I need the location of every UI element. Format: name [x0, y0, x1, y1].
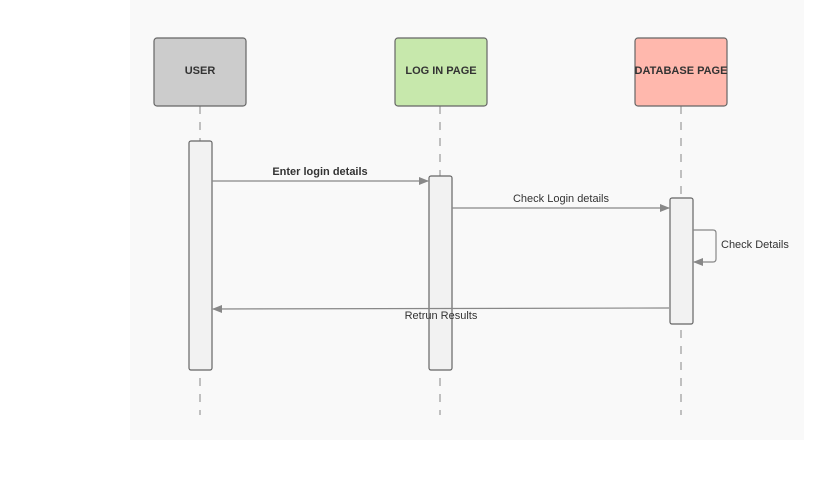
actor-label-database-page: DATABASE PAGE	[635, 65, 728, 77]
activation-login-page[interactable]	[428, 175, 453, 371]
message-label-check-details: Check Details	[721, 239, 789, 251]
actor-label-user: USER	[185, 65, 216, 77]
message-label-return-results: Retrun Results	[405, 310, 478, 322]
actor-database-page[interactable]: DATABASE PAGE	[634, 37, 728, 107]
message-label-enter-login: Enter login details	[272, 166, 367, 178]
message-arrow-return-results[interactable]	[212, 304, 670, 313]
actor-login-page[interactable]: LOG IN PAGE	[394, 37, 488, 107]
actor-box-user	[153, 37, 247, 107]
actor-box-database-page	[634, 37, 728, 107]
actor-user[interactable]: USER	[153, 37, 247, 107]
message-label-check-login: Check Login details	[513, 193, 610, 205]
message-arrow-check-details[interactable]	[693, 229, 717, 266]
actor-box-login-page	[394, 37, 488, 107]
activation-database-page[interactable]	[669, 197, 694, 325]
activation-user[interactable]	[188, 140, 213, 371]
actor-label-login-page: LOG IN PAGE	[405, 65, 476, 77]
